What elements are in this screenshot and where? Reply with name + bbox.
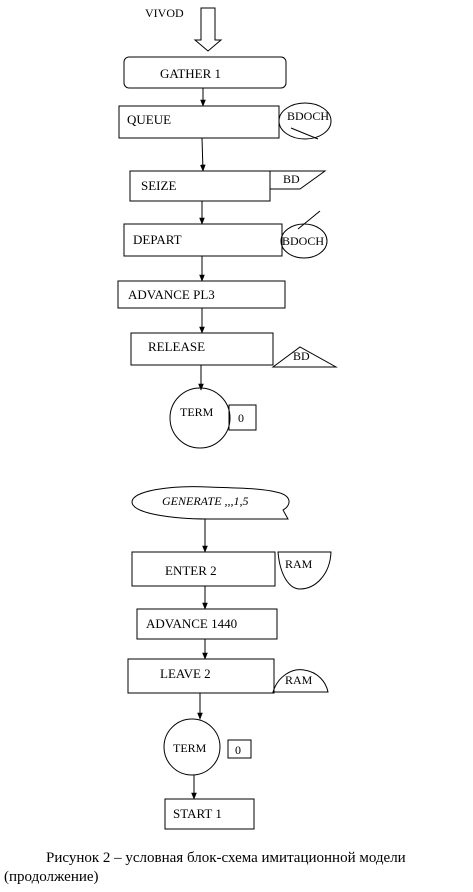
caption-line-1: Рисунок 2 – условная блок-схема имитацио… <box>46 850 406 866</box>
enter-block <box>131 551 276 587</box>
bdoch-queue-slash <box>290 127 319 140</box>
generate-label: GENERATE ,,,1,5 <box>162 494 249 508</box>
advance-1440-label: ADVANCE 1440 <box>146 616 237 631</box>
seize-label: SEIZE <box>141 178 176 193</box>
term-1-value: 0 <box>238 411 244 425</box>
bdoch-depart-slash <box>297 210 321 230</box>
caption-line-2: (продолжение) <box>4 869 99 885</box>
term-1-circle <box>169 387 231 449</box>
bdoch-depart-label: BDOCH <box>282 234 324 248</box>
term-2-value-box <box>227 739 252 759</box>
ram-leave-label: RAM <box>285 673 313 687</box>
vivod-label: VIVOD <box>145 6 184 20</box>
release-block <box>130 332 274 366</box>
figure-caption: Рисунок 2 – условная блок-схема имитацио… <box>4 849 472 887</box>
queue-label: QUEUE <box>127 112 171 127</box>
bd-seize-label: BD <box>283 172 300 186</box>
bd-release-label: BD <box>293 349 310 363</box>
advance-pl3-label: ADVANCE PL3 <box>128 287 215 302</box>
ram-leave-shape <box>272 669 329 693</box>
term-2-label: TERM <box>173 741 207 755</box>
generate-block <box>131 486 290 520</box>
leave-label: LEAVE 2 <box>160 666 211 681</box>
term-2-circle <box>163 718 221 776</box>
advance-1440-block <box>136 608 278 640</box>
vivod-entry-arrow <box>193 7 223 52</box>
leave-block <box>127 658 275 694</box>
term-2-value: 0 <box>235 743 241 757</box>
bd-seize-triangle <box>269 170 327 190</box>
term-1-label: TERM <box>180 405 214 419</box>
ram-enter-label: RAM <box>285 557 313 571</box>
gather-label: GATHER 1 <box>160 66 221 81</box>
term-1-value-box <box>228 404 257 431</box>
bdoch-queue-circle <box>278 102 332 140</box>
bdoch-queue-label: BDOCH <box>287 109 329 123</box>
depart-block <box>123 223 283 257</box>
release-label: RELEASE <box>148 339 205 354</box>
bd-release-triangle <box>271 346 338 368</box>
start-block <box>164 798 255 830</box>
ram-enter-shape <box>277 551 332 590</box>
enter-label: ENTER 2 <box>165 563 217 578</box>
start-label: START 1 <box>173 806 222 821</box>
connector-queue-seize <box>200 137 206 172</box>
gather-block <box>123 56 287 89</box>
depart-label: DEPART <box>133 232 182 247</box>
